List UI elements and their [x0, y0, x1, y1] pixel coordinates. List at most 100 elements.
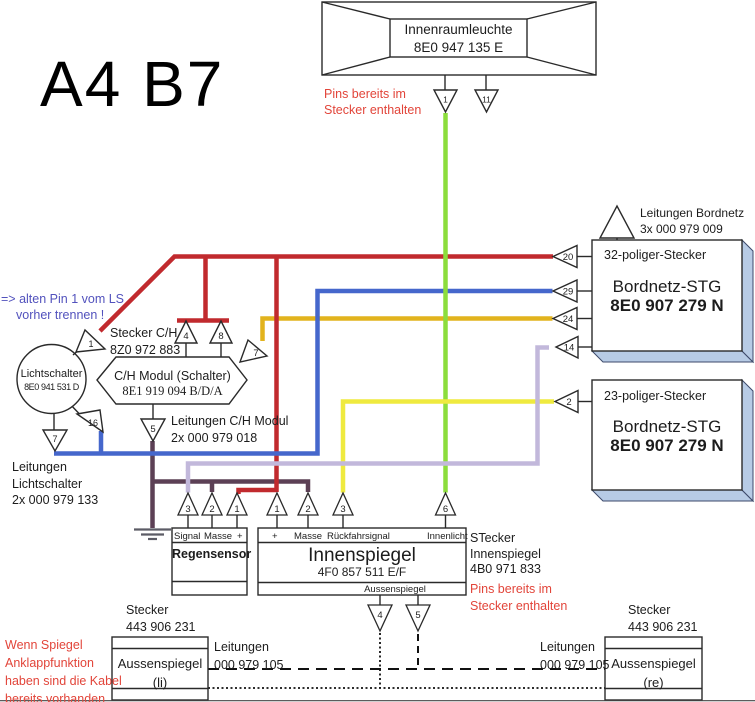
note-line: => alten Pin 1 vom LS [1, 292, 124, 306]
innenspiegel-col-innenlicht: Innenlicht [427, 531, 468, 542]
stecker-rechts-label: Stecker 443 906 231 [628, 602, 698, 636]
pin-number: 1 [274, 504, 279, 515]
lichtschalter-circle [16, 343, 87, 415]
part-number: 4B0 971 833 [470, 562, 541, 576]
ground-symbol [134, 528, 171, 541]
pin-number: 4 [377, 610, 382, 621]
stg23-bevel-bottom [590, 489, 755, 502]
pin-triangle-is-6 [434, 491, 457, 516]
pin-triangle-ls-7 [41, 429, 69, 453]
innenraumleuchte-diagonal [321, 1, 391, 20]
part-number: 8E0 941 531 D [24, 381, 79, 392]
pin-triangle-rs-3 [176, 491, 200, 516]
pin-number: 1 [443, 95, 448, 105]
innenspiegel-box [257, 527, 467, 596]
stg32-part: 8E0 907 279 N [610, 296, 724, 315]
part-number: 2x 000 979 018 [171, 430, 258, 445]
pin-number: 6 [443, 504, 448, 515]
aussenspiegel-re-box [604, 636, 703, 701]
stg23-bevel-right [741, 378, 754, 503]
pin-triangle-leuchte-11 [473, 89, 500, 114]
note-line: Lichtschalter [12, 476, 83, 491]
innenspiegel-bottom-label: Aussenspiegel [364, 584, 426, 595]
note-line: Leitungen [12, 460, 67, 474]
pin-triangle-ch-4 [173, 319, 199, 344]
ch-modul-label: C/H Modul (Schalter) 8E1 919 094 B/D/A [97, 369, 248, 399]
pin-number: 1 [88, 339, 93, 349]
part-number: 8E0 947 135 E [413, 40, 504, 55]
stg32-bevel-right [741, 238, 754, 364]
note-pins-mirror: Pins bereits im Stecker enthalten [470, 581, 567, 614]
part-number: 8E1 919 094 B/D/A [122, 384, 223, 398]
pin-number: 2 [566, 397, 571, 408]
pin-triangle-is-4 [366, 604, 394, 633]
component-name: Innenraumleuchte [404, 22, 513, 37]
bordnetz-top-triangle [598, 204, 636, 239]
innenraumleuchte-diagonal [526, 56, 597, 76]
wire-yellow-rueckfahrsignal [340, 399, 554, 493]
aussenspiegel-re-label: Aussenspiegel (re) [605, 654, 702, 692]
ch-modul-hexagon [96, 356, 248, 405]
note-line: STecker [470, 531, 516, 545]
note-line: Wenn Spiegel [5, 638, 83, 652]
note-line: Stecker [628, 603, 671, 617]
note-line: Stecker enthalten [324, 103, 422, 117]
note-line: Pins bereits im [470, 582, 552, 596]
note-line: Stecker C/H [110, 326, 178, 340]
part-number: 443 906 231 [126, 620, 196, 634]
note-line: Stecker [126, 603, 169, 617]
regensensor-name: Regensensor [172, 547, 252, 561]
pin-number: 4 [183, 331, 188, 342]
stecker-innenspiegel-label: STecker Innenspiegel 4B0 971 833 [470, 531, 541, 578]
leitungen-rechts-label: Leitungen 000 979 105 [540, 639, 610, 674]
stg32-name: Bordnetz-STG [612, 277, 722, 296]
pin-triangle-ch-7 [238, 338, 269, 363]
pin-number: 5 [415, 610, 420, 621]
component-name: Lichtschalter [20, 368, 83, 380]
pin-triangle-24 [551, 306, 578, 331]
pin-number: 3 [340, 504, 345, 515]
note-alten-pin: => alten Pin 1 vom LS vorher trennen ! [1, 292, 124, 323]
stg23-part: 8E0 907 279 N [610, 436, 724, 455]
pin-triangle-ls-1 [74, 328, 107, 353]
wire-blue [54, 288, 553, 456]
part-number: 8Z0 972 883 [110, 342, 181, 357]
note-line: Innenspiegel [470, 546, 541, 561]
pin-number: 3 [185, 504, 190, 515]
innenspiegel-col-masse: Masse [294, 531, 322, 542]
note-line: Leitungen [214, 640, 269, 654]
part-number: 3x 000 979 009 [640, 222, 723, 236]
pin-number: 7 [52, 434, 57, 444]
wire-red-plus [98, 254, 553, 494]
pin-triangle-ch-5 [139, 418, 167, 443]
leitungen-links-label: Leitungen 000 979 105 [214, 639, 284, 674]
innenraumleuchte-label: Innenraumleuchte 8E0 947 135 E [390, 21, 527, 57]
aussenspiegel-li-label: Aussenspiegel (li) [112, 654, 208, 692]
innenraumleuchte-inner-box [389, 18, 528, 58]
leitungen-ch-label: Leitungen C/H Modul 2x 000 979 018 [171, 413, 288, 446]
pin-number: 16 [88, 418, 98, 428]
component-name: C/H Modul (Schalter) [114, 369, 231, 383]
pin-number: 24 [563, 314, 574, 325]
pin-number: 11 [482, 95, 491, 105]
leitungen-ls-label: Leitungen Lichtschalter 2x 000 979 133 [12, 459, 98, 509]
leitungen-bordnetz-label: Leitungen Bordnetz 3x 000 979 009 [640, 205, 744, 237]
wire-lavender-signal [185, 345, 549, 493]
stg32-box [591, 239, 743, 352]
part-number: 000 979 105 [540, 657, 610, 672]
stecker-ch-label: Stecker C/H 8Z0 972 883 [110, 325, 180, 358]
note-anklappfunktion: Wenn Spiegel Anklappfunktion haben sind … [5, 636, 122, 702]
innenspiegel-col-rueckfahrsignal: Rückfahrsignal [327, 531, 390, 542]
note-line: vorher trennen ! [16, 307, 105, 322]
pin-stub [71, 406, 80, 414]
innenspiegel-part: 4F0 857 511 E/F [317, 565, 407, 579]
lichtschalter-label: Lichtschalter 8E0 941 531 D [14, 368, 89, 393]
regensensor-box [171, 527, 248, 596]
component-side: (re) [643, 675, 664, 690]
note-line: Leitungen C/H Modul [171, 414, 289, 428]
regensensor-col-masse: Masse [204, 531, 232, 542]
pin-triangle-is-5 [404, 604, 432, 633]
pin-number: 8 [218, 331, 223, 342]
